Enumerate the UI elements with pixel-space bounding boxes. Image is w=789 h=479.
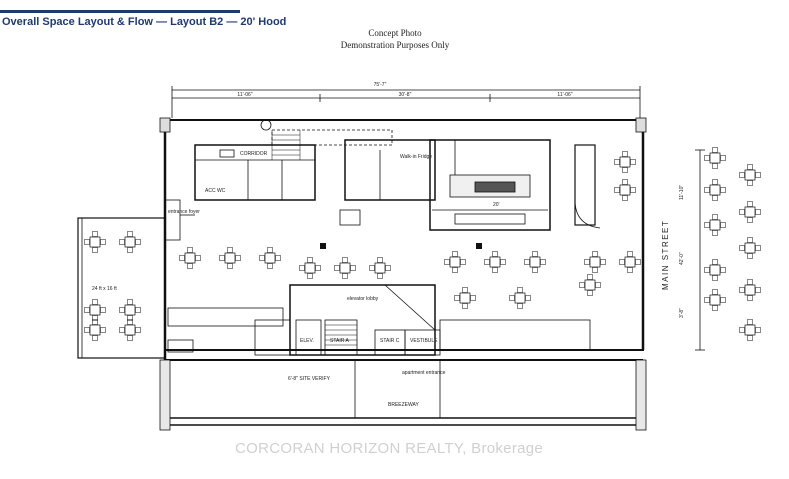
label-breezeway: BREEZEWAY bbox=[388, 402, 420, 408]
patio bbox=[77, 217, 166, 359]
label-hood: 20' bbox=[493, 202, 500, 208]
dim-right-bottom: 3'-8" bbox=[679, 308, 685, 318]
table-four-top bbox=[84, 299, 106, 321]
table-four-top bbox=[614, 179, 636, 201]
washroom-block bbox=[194, 144, 316, 201]
table-four-top bbox=[619, 251, 641, 273]
table-four-top bbox=[369, 257, 391, 279]
label-entrance-foyer: entrance foyer bbox=[168, 209, 200, 215]
table-four-top bbox=[119, 319, 141, 341]
dim-overall: 75'-7" bbox=[374, 82, 387, 88]
label-walk-in: Walk-in Fridge bbox=[400, 154, 432, 160]
stair-a bbox=[324, 319, 358, 356]
dim-seg3: 11'-06" bbox=[557, 92, 572, 98]
bar-counter bbox=[574, 144, 596, 226]
table-four-top bbox=[584, 251, 606, 273]
table-four-top bbox=[444, 251, 466, 273]
watermark: CORCORAN HORIZON REALTY, Brokerage bbox=[235, 440, 544, 457]
table-four-top bbox=[739, 237, 761, 259]
table-four-top bbox=[84, 319, 106, 341]
dim-right-top: 11'-10" bbox=[679, 185, 685, 200]
dining-tables bbox=[84, 147, 761, 341]
waiting-room bbox=[254, 319, 291, 356]
label-stair-a: STAIR A bbox=[330, 338, 349, 344]
label-stair-c: STAIR C bbox=[380, 338, 400, 344]
kitchen bbox=[429, 139, 551, 231]
label-acc-wc: ACC WC bbox=[205, 188, 226, 194]
table-four-top bbox=[704, 147, 726, 169]
column bbox=[320, 243, 326, 249]
table-four-top bbox=[484, 251, 506, 273]
label-elevator-lobby: elevator lobby bbox=[347, 296, 379, 302]
table-four-top bbox=[739, 319, 761, 341]
label-apartment-entrance: apartment entrance bbox=[402, 370, 446, 376]
table-four-top bbox=[179, 247, 201, 269]
label-elev: ELEV. bbox=[300, 338, 314, 344]
dim-seg1: 11'-06" bbox=[237, 92, 252, 98]
table-four-top bbox=[579, 274, 601, 296]
concept-caption: Concept Photo Demonstration Purposes Onl… bbox=[300, 27, 490, 51]
header-accent-line bbox=[0, 10, 240, 13]
label-site-verify: 6'-8" SITE VERIFY bbox=[288, 376, 331, 382]
table-four-top bbox=[119, 231, 141, 253]
walk-in-fridge bbox=[344, 139, 436, 201]
caption-line-2: Demonstration Purposes Only bbox=[340, 40, 450, 50]
elevator bbox=[295, 319, 322, 356]
table-four-top bbox=[739, 201, 761, 223]
column bbox=[476, 243, 482, 249]
table-four-top bbox=[219, 247, 241, 269]
caption-line-1: Concept Photo bbox=[368, 28, 422, 38]
table-four-top bbox=[509, 287, 531, 309]
table-four-top bbox=[259, 247, 281, 269]
street-label: MAIN STREET bbox=[661, 220, 670, 290]
table-four-top bbox=[739, 164, 761, 186]
label-vestibule: VESTIBULE bbox=[410, 338, 438, 344]
table-four-top bbox=[334, 257, 356, 279]
dim-right-total: 42'-0" bbox=[679, 252, 685, 265]
table-four-top bbox=[84, 231, 106, 253]
label-patio: 24 ft x 16 ft bbox=[92, 286, 117, 292]
label-corridor: CORRIDOR bbox=[240, 151, 268, 157]
table-four-top bbox=[704, 259, 726, 281]
table-four-top bbox=[704, 214, 726, 236]
table-four-top bbox=[524, 251, 546, 273]
dim-seg2: 30'-8" bbox=[399, 92, 412, 98]
table-four-top bbox=[454, 287, 476, 309]
table-four-top bbox=[299, 257, 321, 279]
table-four-top bbox=[614, 151, 636, 173]
table-four-top bbox=[704, 289, 726, 311]
table-four-top bbox=[739, 279, 761, 301]
page-title: Overall Space Layout & Flow — Layout B2 … bbox=[2, 16, 287, 28]
table-four-top bbox=[119, 299, 141, 321]
table-four-top bbox=[704, 179, 726, 201]
